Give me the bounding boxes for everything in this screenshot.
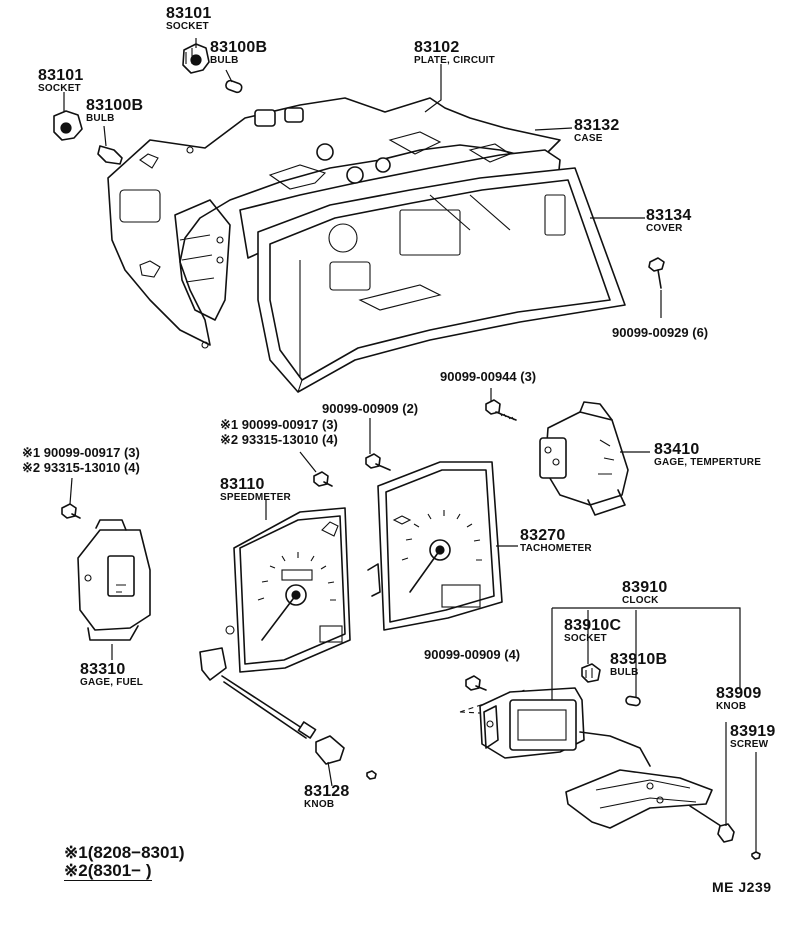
left-socket-part [53,110,83,141]
figure-id: ME J239 [712,879,772,895]
case-name: CASE [574,133,603,144]
speedometer-callout: 83110 SPEEDMETER [220,477,291,503]
plate-callout: 83102 PLATE, CIRCUIT [414,40,495,66]
cover-number: 83134 [646,207,692,224]
fuel-gage-part [77,519,151,641]
clock-socket-number: 83910C [564,617,622,634]
circuit-plate-part [107,97,561,349]
fuel-screw-line-1: ※1 90099-00917 (3) [22,445,140,460]
cover-screw-part [648,257,665,289]
bulb-left-callout: 83100B BULB [86,98,143,124]
bulb-top-number: 83100B [210,39,268,56]
screw-909a-part [365,453,391,471]
tachometer-number: 83270 [520,527,566,544]
speedometer-knob-name: KNOB [304,799,335,810]
temperature-gage-number: 83410 [654,441,700,458]
clock-screw-name: SCREW [730,739,769,750]
plate-number: 83102 [414,39,460,56]
legend-row-2: ※2(8301− ) [64,861,152,881]
clock-bulb-number: 83910B [610,651,668,668]
bulb-left-name: BULB [86,113,115,124]
case-number: 83132 [574,117,620,134]
clock-socket-callout: 83910C SOCKET [564,618,621,644]
top-socket-part [182,43,210,74]
knob-screw-part [366,770,377,780]
fuel-gage-number: 83310 [80,661,126,678]
clock-knob-screw-part [751,851,761,860]
screw-909b-callout: 90099-00909 (4) [424,647,521,662]
temperature-gage-name: GAGE, TEMPERTURE [654,457,762,468]
speedometer-part [199,507,351,681]
top-bulb-part [225,79,243,94]
socket-top-name: SOCKET [166,21,209,32]
clock-socket-name: SOCKET [564,633,607,644]
fuel-gage-name: GAGE, FUEL [80,677,144,688]
socket-left-callout: 83101 SOCKET [38,68,84,94]
clock-bulb-part [625,695,641,707]
speedometer-screw-line-2: ※2 93315-13010 (4) [220,432,338,447]
clock-socket-part [581,663,601,683]
socket-top-number: 83101 [166,5,212,22]
speedo-screw-part [313,471,333,487]
cover-name: COVER [646,223,683,234]
screw-909a-callout: 90099-00909 (2) [322,401,419,416]
temperature-gage-callout: 83410 GAGE, TEMPERTURE [654,442,761,468]
screw-944-part [485,399,517,421]
socket-top-callout: 83101 SOCKET [166,6,212,32]
fuel-screws-callout: ※1 90099-00917 (3) ※2 93315-13010 (4) [22,446,140,474]
cover-callout: 83134 COVER [646,208,692,234]
speedometer-number: 83110 [220,476,265,493]
temperature-gage-part [539,401,629,516]
clock-bracket-part [565,769,713,829]
bulb-left-number: 83100B [86,97,144,114]
speedometer-knob-callout: 83128 KNOB [304,784,350,810]
cover-screw-callout: 90099-00929 (6) [612,325,709,340]
clock-knob-name: KNOB [716,701,747,712]
plate-name: PLATE, CIRCUIT [414,55,495,66]
clock-callout: 83910 CLOCK [622,580,668,606]
speedometer-cable-part [221,675,317,739]
clock-knob-number: 83909 [716,685,762,702]
speedometer-screw-line-1: ※1 90099-00917 (3) [220,417,338,432]
screw-944-callout: 90099-00944 (3) [440,369,537,384]
case-callout: 83132 CASE [574,118,620,144]
tachometer-callout: 83270 TACHOMETER [520,528,592,554]
clock-knob-part [689,805,735,843]
socket-left-name: SOCKET [38,83,81,94]
clock-screw-callout: 83919 SCREW [730,724,776,750]
fuel-screw-part [61,503,81,519]
left-bulb-part [97,145,123,165]
speedometer-knob-number: 83128 [304,783,350,800]
bulb-top-callout: 83100B BULB [210,40,267,66]
speedometer-name: SPEEDMETER [220,492,291,503]
clock-screw-number: 83919 [730,723,776,740]
fuel-screw-line-2: ※2 93315-13010 (4) [22,460,140,475]
clock-bulb-callout: 83910B BULB [610,652,667,678]
clock-screw-909-part [465,675,487,691]
fuel-gage-callout: 83310 GAGE, FUEL [80,662,143,688]
legend-row-1: ※1(8208−8301) [64,843,185,862]
clock-name: CLOCK [622,595,659,606]
tachometer-part [367,461,503,631]
clock-bulb-name: BULB [610,667,639,678]
clock-part [459,687,651,767]
leader-lines [63,38,757,852]
cover-part [257,167,626,393]
tachometer-name: TACHOMETER [520,543,592,554]
clock-number: 83910 [622,579,668,596]
speedometer-screws-callout: ※1 90099-00917 (3) ※2 93315-13010 (4) [220,418,338,446]
speedometer-knob-part [315,735,345,765]
socket-left-number: 83101 [38,67,84,84]
clock-knob-callout: 83909 KNOB [716,686,762,712]
bulb-top-name: BULB [210,55,239,66]
